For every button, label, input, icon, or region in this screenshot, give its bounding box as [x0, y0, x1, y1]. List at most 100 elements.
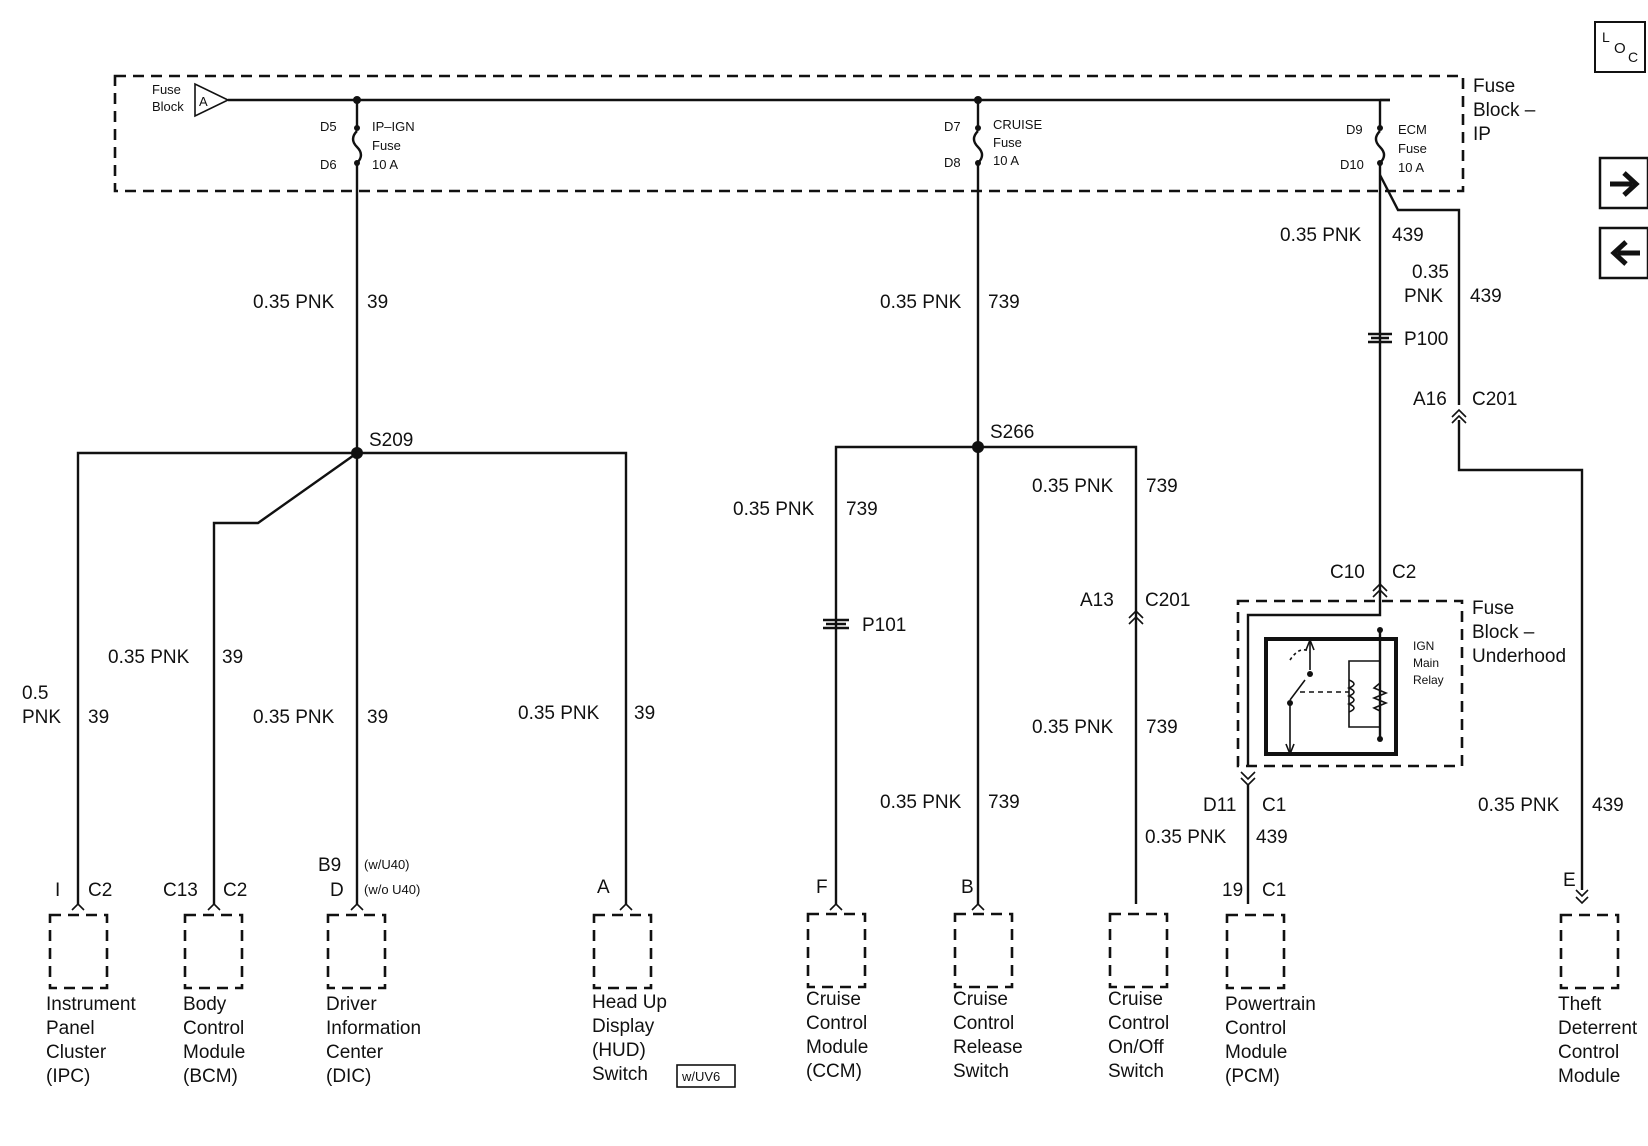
p101-label: P101 [862, 615, 906, 636]
dic-module[interactable] [326, 902, 387, 990]
wire-ipc-gauge-2: PNK [22, 707, 61, 728]
fuse-block-underhood-title-3: Underhood [1472, 646, 1566, 667]
ecm-fuse [1374, 98, 1390, 166]
ccm-pin: F [816, 877, 828, 898]
fuse-block-ip-outline [113, 74, 1465, 193]
ccm-module[interactable] [806, 902, 867, 989]
ipc-pin: I [55, 880, 60, 901]
wire-to-ipc [76, 451, 357, 904]
wire-theft-feed-gauge-2: PNK [1404, 286, 1443, 307]
ccm-name-4: (CCM) [806, 1061, 862, 1082]
wire-theft-feed-gauge-1: 0.35 [1412, 262, 1449, 283]
theft-deterrent-module[interactable] [1559, 889, 1620, 990]
c201-a16-connector [1451, 408, 1467, 424]
bcm-name-4: (BCM) [183, 1066, 238, 1087]
hud-switch[interactable] [592, 902, 653, 990]
ipc-name-3: Cluster [46, 1042, 107, 1063]
release-name-4: Switch [953, 1061, 1009, 1082]
c201-a13-conn: C201 [1145, 590, 1190, 611]
theft-pin: E [1563, 870, 1576, 891]
cruise-fuse [972, 96, 984, 166]
wire-pcm-gauge: 0.35 PNK [1145, 827, 1227, 848]
hud-name-3: (HUD) [592, 1040, 646, 1061]
ipc-name-1: Instrument [46, 994, 136, 1015]
hud-pin: A [597, 877, 610, 898]
fuse-block-underhood-title-1: Fuse [1472, 598, 1514, 619]
wire-onoff-lower-circuit: 739 [1146, 717, 1178, 738]
pcm-module[interactable] [1225, 913, 1286, 990]
bcm-name-1: Body [183, 994, 227, 1015]
c1-connector [1240, 771, 1256, 787]
connector-a-letter: A [199, 94, 208, 109]
hud-name-4: Switch [592, 1064, 648, 1085]
fuse1-label-3: 10 A [372, 157, 398, 172]
wire-onoff-upper-circuit: 739 [1146, 476, 1178, 497]
hud-option-box [676, 1064, 736, 1088]
onoff-name-3: On/Off [1108, 1037, 1164, 1058]
fuse1-top-pin: D5 [320, 119, 337, 134]
wire-pcm-circuit: 439 [1256, 827, 1288, 848]
fuse2-label-3: 10 A [993, 153, 1019, 168]
wire-theft-feed [1378, 174, 1461, 405]
arrow-left-icon[interactable] [1598, 226, 1648, 280]
hud-name-1: Head Up [592, 992, 667, 1013]
fuse2-label-2: Fuse [993, 135, 1022, 150]
dic-note-b: (w/o U40) [364, 882, 420, 897]
wire-hud-gauge: 0.35 PNK [518, 703, 600, 724]
fuse1-label-2: Fuse [372, 138, 401, 153]
onoff-name-1: Cruise [1108, 989, 1163, 1010]
ipc-module[interactable] [48, 902, 109, 990]
dic-name-2: Information [326, 1018, 421, 1039]
wire-theft-feed-circuit: 439 [1470, 286, 1502, 307]
fuse-block-ip-title-1: Fuse [1473, 76, 1515, 97]
wire-ecm-feed-gauge: 0.35 PNK [1280, 225, 1362, 246]
dic-name-4: (DIC) [326, 1066, 371, 1087]
pcm-name-1: Powertrain [1225, 994, 1316, 1015]
bcm-module[interactable] [183, 902, 244, 990]
theft-name-4: Module [1558, 1066, 1620, 1087]
fuse3-label-1: ECM [1398, 122, 1427, 137]
wire-release-gauge: 0.35 PNK [880, 792, 962, 813]
bcm-name-3: Module [183, 1042, 245, 1063]
wire-ign-feed-gauge: 0.35 PNK [253, 292, 335, 313]
pcm-conn: C1 [1262, 880, 1286, 901]
release-switch[interactable] [953, 902, 1014, 989]
onoff-switch[interactable] [1108, 912, 1169, 989]
fuse-block-inner-label-2: Block [152, 99, 184, 114]
pcm-name-3: Module [1225, 1042, 1287, 1063]
hud-name-2: Display [592, 1016, 655, 1037]
loc-icon[interactable]: L O C [1594, 21, 1646, 73]
wire-ign-feed-circuit: 39 [367, 292, 388, 313]
relay-internals [1285, 627, 1389, 757]
onoff-name-4: Switch [1108, 1061, 1164, 1082]
wire-release-circuit: 739 [988, 792, 1020, 813]
bcm-name-2: Control [183, 1018, 244, 1039]
wire-dic-gauge: 0.35 PNK [253, 707, 335, 728]
wire-ipc-gauge-1: 0.5 [22, 683, 48, 704]
theft-name-3: Control [1558, 1042, 1619, 1063]
ccm-name-2: Control [806, 1013, 867, 1034]
fuse-block-ip-title-2: Block – [1473, 100, 1536, 121]
ipc-name-2: Panel [46, 1018, 95, 1039]
splice-s266-label: S266 [990, 422, 1034, 443]
underhood-bus [1246, 599, 1382, 766]
arrow-right-icon[interactable] [1598, 156, 1648, 210]
c2-conn: C2 [1392, 562, 1416, 583]
dic-name-1: Driver [326, 994, 377, 1015]
d11-pin: D11 [1203, 795, 1236, 816]
release-pin: B [961, 877, 974, 898]
c201-a16-pin: A16 [1413, 389, 1447, 410]
fuse1-bottom-pin: D6 [320, 157, 337, 172]
wire-bcm-circuit: 39 [222, 647, 243, 668]
ign-main-relay [1264, 637, 1398, 756]
release-name-1: Cruise [953, 989, 1008, 1010]
wire-to-bcm [212, 452, 358, 904]
wire-ccm-circuit: 739 [846, 499, 878, 520]
fuse3-top-pin: D9 [1346, 122, 1363, 137]
wire-theft-lower-gauge: 0.35 PNK [1478, 795, 1560, 816]
fuse-block-underhood-outline [1236, 599, 1464, 768]
fuse-block-ip-title-3: IP [1473, 124, 1491, 145]
fuse3-label-3: 10 A [1398, 160, 1424, 175]
svg-text:O: O [1614, 40, 1626, 57]
c201-a13-connector [1128, 609, 1144, 625]
